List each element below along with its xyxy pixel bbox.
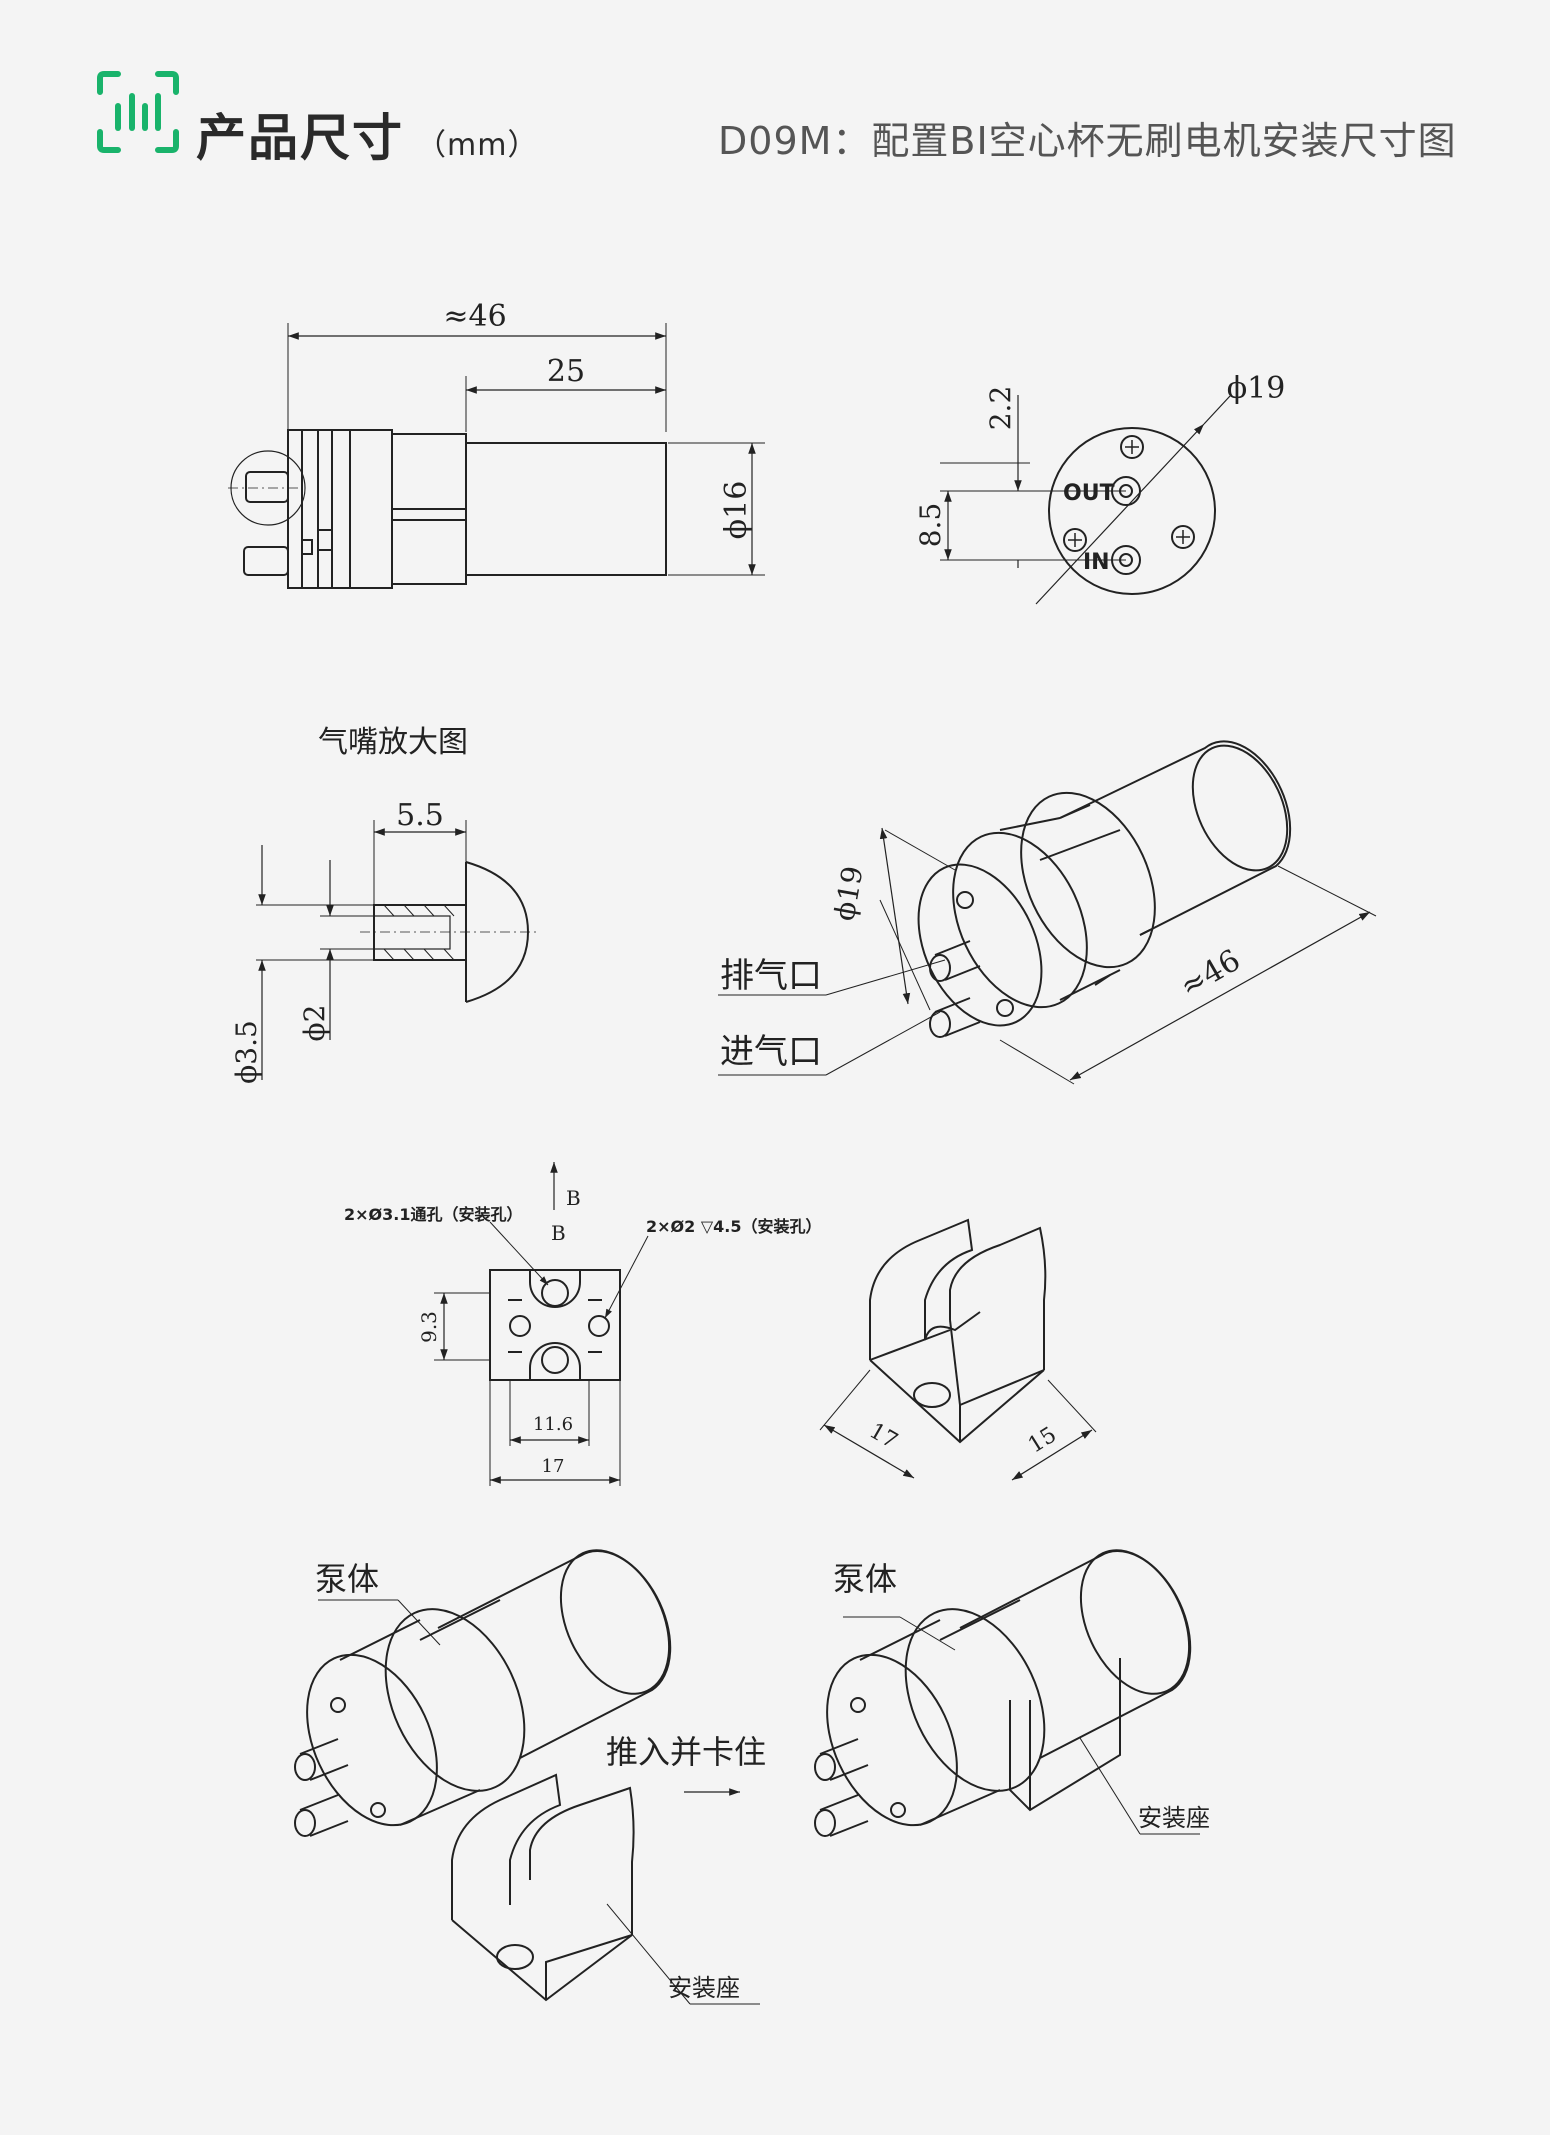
push-action-label: 推入并卡住 — [606, 1733, 766, 1771]
dim-offset-top: 2.2 — [984, 386, 1017, 431]
section-mark-label: B — [551, 1221, 566, 1245]
mount-iso-view — [819, 1218, 1097, 1481]
page-title: 产品尺寸 （mm） — [196, 98, 538, 170]
exhaust-port-label: 排气口 — [720, 956, 822, 996]
assembly-left — [294, 1549, 760, 2005]
mount-seat-label-right: 安装座 — [1138, 1804, 1210, 1832]
dim-motor-length: 25 — [547, 354, 585, 389]
dim-nozzle-outer: ϕ3.5 — [230, 1020, 263, 1084]
dim-mount-width: 17 — [542, 1456, 565, 1477]
side-view — [228, 323, 765, 589]
port-out-label: OUT — [1063, 481, 1115, 506]
pump-body-label-right: 泵体 — [833, 1560, 897, 1598]
assembly-right — [814, 1549, 1200, 1837]
header: 产品尺寸 （mm） D09M：配置BI空心杯无刷电机安装尺寸图 — [0, 0, 1550, 200]
dim-mount-iso-length: 17 — [865, 1419, 902, 1455]
ruler-logo-icon — [97, 71, 179, 153]
dim-port-spacing: 8.5 — [914, 503, 947, 548]
page-title-text: 产品尺寸 — [196, 109, 404, 167]
dim-head-diameter: ϕ19 — [1227, 371, 1286, 406]
mount-seat-label-left: 安装座 — [668, 1974, 740, 2002]
dim-total-length: ≈46 — [443, 299, 506, 334]
through-hole-note: 2×Ø3.1通孔（安装孔） — [344, 1205, 523, 1224]
intake-port-label: 进气口 — [720, 1032, 822, 1072]
unit-label: （mm） — [416, 128, 539, 163]
drawing-subtitle: D09M：配置BI空心杯无刷电机安装尺寸图 — [718, 119, 1457, 163]
dim-iso-diameter: ϕ19 — [828, 864, 870, 924]
mount-plan-view — [434, 1162, 649, 1486]
section-mark-arrow-label: B — [566, 1186, 581, 1210]
dim-mount-height: 9.3 — [417, 1311, 441, 1343]
port-in-label: IN — [1083, 550, 1110, 575]
front-view — [940, 395, 1231, 605]
nozzle-detail-title: 气嘴放大图 — [318, 725, 468, 760]
nozzle-detail — [256, 820, 540, 1080]
dim-nozzle-length: 5.5 — [396, 798, 444, 833]
blind-hole-note: 2×Ø2 ▽4.5（安装孔） — [646, 1217, 822, 1236]
dim-hole-spacing: 11.6 — [533, 1414, 573, 1435]
pump-body-label-left: 泵体 — [315, 1560, 379, 1598]
dim-nozzle-inner: ϕ2 — [298, 1005, 331, 1042]
dim-motor-diameter: ϕ16 — [719, 481, 754, 540]
pump-iso-view — [718, 740, 1377, 1085]
dim-iso-length: ≈46 — [1174, 943, 1246, 1005]
